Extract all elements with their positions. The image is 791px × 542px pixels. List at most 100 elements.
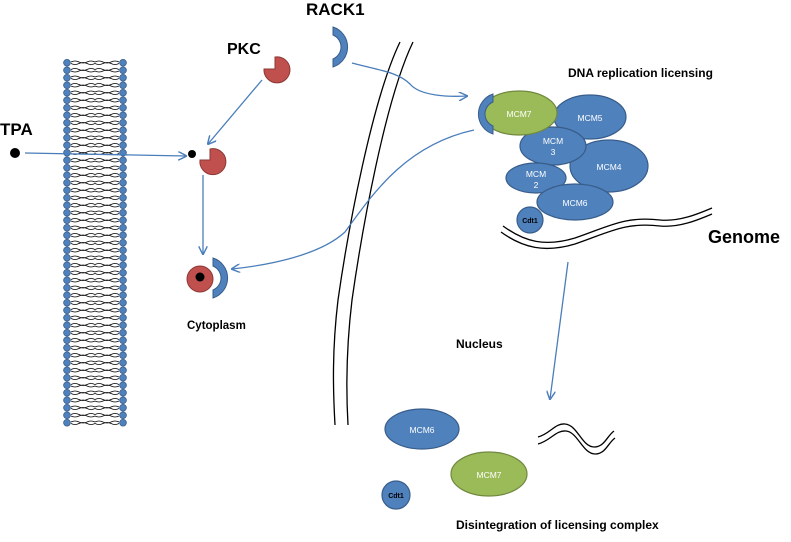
lipid-head [119,216,127,225]
free-mcm6-protein [384,408,460,450]
phospholipid-row [63,126,127,135]
disintegrated-components: MCM6 MCM7 Cdt1 [381,408,528,510]
phospholipid-row [63,163,127,172]
lipid-head [119,276,127,285]
lipid-head [119,81,127,90]
phospholipid-row [63,96,127,105]
lipid-head [119,358,127,367]
lipid-head [63,261,71,270]
cytoplasm-label: Cytoplasm [187,320,246,332]
phospholipid-row [63,351,127,360]
lipid-head [63,156,71,165]
lipid-head [119,313,127,322]
mcm6-protein [536,183,614,221]
lipid-head [63,223,71,232]
lipid-head [119,321,127,330]
phospholipid-row [63,58,127,67]
nuclear-envelope [332,41,414,426]
lipid-head [63,103,71,112]
nucleus-label: Nucleus [456,337,503,351]
lipid-head [63,58,71,67]
phospholipid-row [63,253,127,262]
genome-label: Genome [708,227,780,247]
phospholipid-row [63,358,127,367]
lipid-head [119,88,127,97]
lipid-head [119,388,127,397]
lipid-head [119,126,127,135]
mcm4-protein [569,139,649,193]
lipid-head [63,73,71,82]
lipid-head [119,118,127,127]
phospholipid-row [63,201,127,210]
lipid-head [63,321,71,330]
lipid-head [119,291,127,300]
lipid-head [63,193,71,202]
phospholipid-row [63,111,127,120]
phospholipid-row [63,66,127,75]
phospholipid-row [63,328,127,337]
free-mcm6-label: MCM6 [409,425,434,435]
pkc-tpa-complex [188,148,227,176]
dissociated-dna [537,423,616,455]
lipid-head [63,208,71,217]
rack1-protein [332,26,349,68]
lipid-head [63,246,71,255]
lipid-head [119,193,127,202]
lipid-head [119,246,127,255]
lipid-head [63,358,71,367]
mcm4-label: MCM4 [596,162,621,172]
phospholipid-row [63,276,127,285]
lipid-head [119,58,127,67]
lipid-head [119,396,127,405]
lipid-head [63,366,71,375]
lipid-head [63,403,71,412]
phospholipid-row [63,268,127,277]
phospholipid-row [63,118,127,127]
phospholipid-row [63,283,127,292]
lipid-head [119,186,127,195]
phospholipid-row [63,238,127,247]
lipid-head [119,201,127,210]
arrow-rack1-export [232,129,475,269]
genome-dna [500,207,713,250]
lipid-head [119,411,127,420]
lipid-head [119,223,127,232]
free-mcm7-label: MCM7 [476,470,501,480]
lipid-head [63,388,71,397]
phospholipid-row [63,223,127,232]
lipid-head [63,313,71,322]
lipid-head [63,396,71,405]
phospholipid-row [63,246,127,255]
mcm7-label: MCM7 [506,109,531,119]
phospholipid-row [63,418,127,427]
lipid-head [119,133,127,142]
pkc-tpa-rack1-complex [186,257,229,299]
lipid-head [63,328,71,337]
mcm2-protein [505,162,567,194]
phospholipid-row [63,343,127,352]
phospholipid-row [63,321,127,330]
free-mcm7-protein [450,451,528,497]
phospholipid-row [63,81,127,90]
phospholipid-row [63,156,127,165]
phospholipid-row [63,373,127,382]
phospholipid-row [63,88,127,97]
lipid-head [119,253,127,262]
phospholipid-row [63,388,127,397]
lipid-head [63,178,71,187]
lipid-head [63,111,71,120]
lipid-head [119,381,127,390]
mcm6-label: MCM6 [562,198,587,208]
lipid-head [63,201,71,210]
lipid-head [63,66,71,75]
lipid-head [119,96,127,105]
lipid-head [63,81,71,90]
lipid-head [63,171,71,180]
lipid-head [63,231,71,240]
lipid-head [119,171,127,180]
lipid-head [119,366,127,375]
lipid-head [119,231,127,240]
lipid-head [119,418,127,427]
